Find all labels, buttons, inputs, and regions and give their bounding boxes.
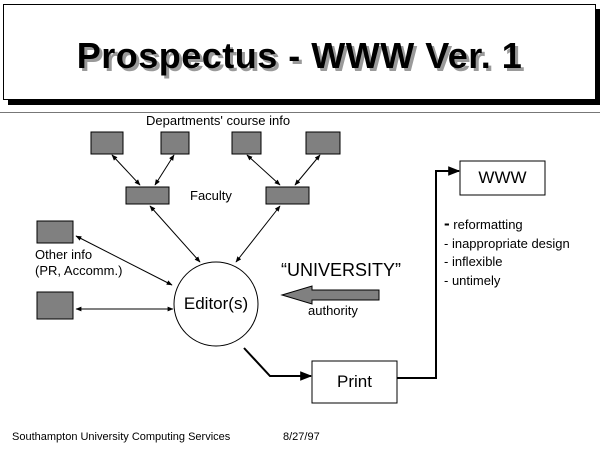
page-title: Prospectus - WWW Ver. 1 — [76, 35, 523, 76]
editor-node — [173, 261, 259, 347]
issues-list: - reformatting - inappropriate design - … — [444, 214, 570, 290]
arrow-dept-faculty — [246, 154, 281, 186]
departments-label: Departments' course info — [146, 113, 291, 128]
arrow-print-www — [397, 166, 461, 379]
faculty-box — [125, 186, 170, 205]
faculty-label: Faculty — [190, 188, 232, 203]
department-box — [160, 131, 190, 155]
other-info-line2: (PR, Accomm.) — [35, 263, 123, 278]
university-label: “UNIVERSITY” — [281, 260, 402, 280]
arrow-dept-faculty — [154, 154, 175, 186]
department-box — [231, 131, 262, 155]
issue-item: - reformatting — [444, 214, 523, 233]
authority-label: authority — [308, 303, 358, 318]
department-box — [90, 131, 124, 155]
issue-item: - inappropriate design — [444, 235, 570, 251]
print-box — [311, 360, 398, 404]
www-label: WWW — [478, 168, 527, 187]
footer-date: 8/27/97 — [283, 431, 320, 443]
footer-organisation: Southampton University Computing Service… — [12, 431, 231, 443]
arrow-other-editor — [75, 235, 173, 286]
issue-item: - untimely — [444, 272, 501, 288]
other-info-box — [36, 220, 74, 244]
print-label: Print — [337, 372, 372, 391]
editor-label: Editor(s) — [183, 294, 249, 313]
arrow-editor-print — [243, 347, 313, 381]
arrow-faculty-editor — [235, 205, 281, 263]
title-box: Prospectus - WWW Ver. 1 — [3, 4, 596, 100]
arrow-dept-faculty — [294, 154, 321, 186]
issue-item: - inflexible — [444, 254, 503, 269]
other-info-line1: Other info — [35, 247, 93, 262]
other-info-label: Other info (PR, Accomm.) — [35, 247, 122, 279]
arrow-dept-faculty — [111, 154, 141, 186]
arrow-faculty-editor — [149, 205, 201, 263]
department-box — [305, 131, 341, 155]
other-info-box — [36, 291, 74, 320]
divider-line — [0, 112, 600, 113]
faculty-box — [265, 186, 310, 205]
authority-arrow — [280, 285, 380, 305]
www-box — [459, 160, 546, 196]
